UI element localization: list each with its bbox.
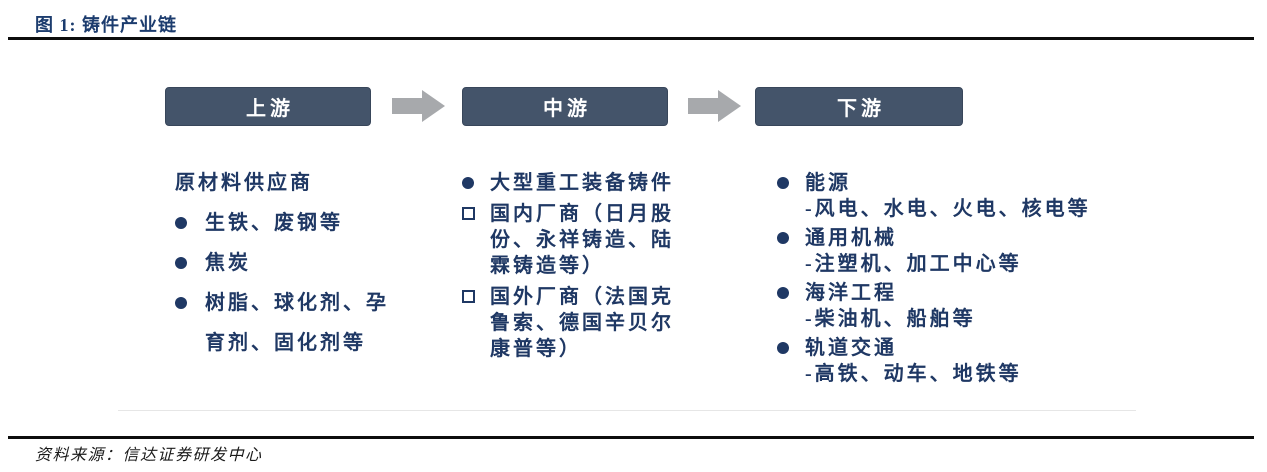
top-divider-line — [8, 37, 1254, 40]
source-note: 资料来源：信达证券研发中心 — [35, 447, 263, 464]
stage-box-midstream: 中游 — [462, 87, 668, 126]
list-item-text: 国内厂商（日月股份、永祥铸造、陆霖铸造等） — [490, 203, 674, 277]
list-item: 轨道交通 -高铁、动车、地铁等 — [777, 335, 1177, 387]
bottom-divider-line — [8, 436, 1254, 439]
list-item: 能源 -风电、水电、火电、核电等 — [777, 170, 1177, 222]
list-item-text: 国外厂商（法国克鲁索、德国辛贝尔康普等） — [490, 286, 674, 360]
list-item-text: 树脂、球化剂、孕育剂、固化剂等 — [205, 292, 389, 354]
category-examples: -柴油机、船舶等 — [805, 308, 976, 330]
stage-box-upstream: 上游 — [165, 87, 371, 126]
bullet-square-icon — [462, 290, 475, 303]
stage-label-midstream: 中游 — [543, 98, 591, 120]
category-label: 通用机械 — [805, 227, 897, 249]
category-label: 能源 — [805, 172, 851, 194]
midstream-column: 大型重工装备铸件 国内厂商（日月股份、永祥铸造、陆霖铸造等） 国外厂商（法国克鲁… — [462, 170, 692, 367]
list-item-text: 大型重工装备铸件 — [490, 172, 674, 194]
bullet-circle-icon — [175, 297, 187, 309]
list-item: 海洋工程 -柴油机、船舶等 — [777, 280, 1177, 332]
stage-box-downstream: 下游 — [755, 87, 963, 126]
category-examples: -高铁、动车、地铁等 — [805, 363, 1022, 385]
bullet-circle-icon — [462, 177, 474, 189]
list-item: 大型重工装备铸件 — [462, 170, 692, 196]
downstream-column: 能源 -风电、水电、火电、核电等 通用机械 -注塑机、加工中心等 海洋工程 -柴… — [777, 170, 1177, 390]
upstream-heading: 原材料供应商 — [175, 172, 313, 194]
list-item: 国外厂商（法国克鲁索、德国辛贝尔康普等） — [462, 284, 692, 362]
bullet-circle-icon — [777, 342, 789, 354]
upstream-column: 原材料供应商 生铁、废钢等 焦炭 树脂、球化剂、孕育剂、固化剂等 — [175, 163, 445, 363]
image-edge-line — [118, 410, 1136, 411]
category-examples: -风电、水电、火电、核电等 — [805, 198, 1091, 220]
bullet-square-icon — [462, 207, 475, 220]
stage-label-upstream: 上游 — [246, 98, 294, 120]
category-examples: -注塑机、加工中心等 — [805, 253, 1022, 275]
right-arrow-icon — [392, 90, 445, 122]
list-item: 国内厂商（日月股份、永祥铸造、陆霖铸造等） — [462, 201, 692, 279]
bullet-circle-icon — [175, 257, 187, 269]
list-item: 树脂、球化剂、孕育剂、固化剂等 — [175, 283, 445, 363]
list-item-text: 生铁、废钢等 — [205, 212, 343, 234]
stage-label-downstream: 下游 — [837, 98, 885, 120]
list-item: 通用机械 -注塑机、加工中心等 — [777, 225, 1177, 277]
bullet-circle-icon — [175, 217, 187, 229]
right-arrow-icon — [688, 90, 741, 122]
category-label: 海洋工程 — [805, 282, 897, 304]
bullet-circle-icon — [777, 287, 789, 299]
bullet-circle-icon — [777, 177, 789, 189]
list-item: 生铁、废钢等 — [175, 203, 445, 243]
list-item: 焦炭 — [175, 243, 445, 283]
figure-title: 图 1: 铸件产业链 — [35, 15, 177, 35]
bullet-circle-icon — [777, 232, 789, 244]
category-label: 轨道交通 — [805, 337, 897, 359]
list-item-text: 焦炭 — [205, 252, 251, 274]
